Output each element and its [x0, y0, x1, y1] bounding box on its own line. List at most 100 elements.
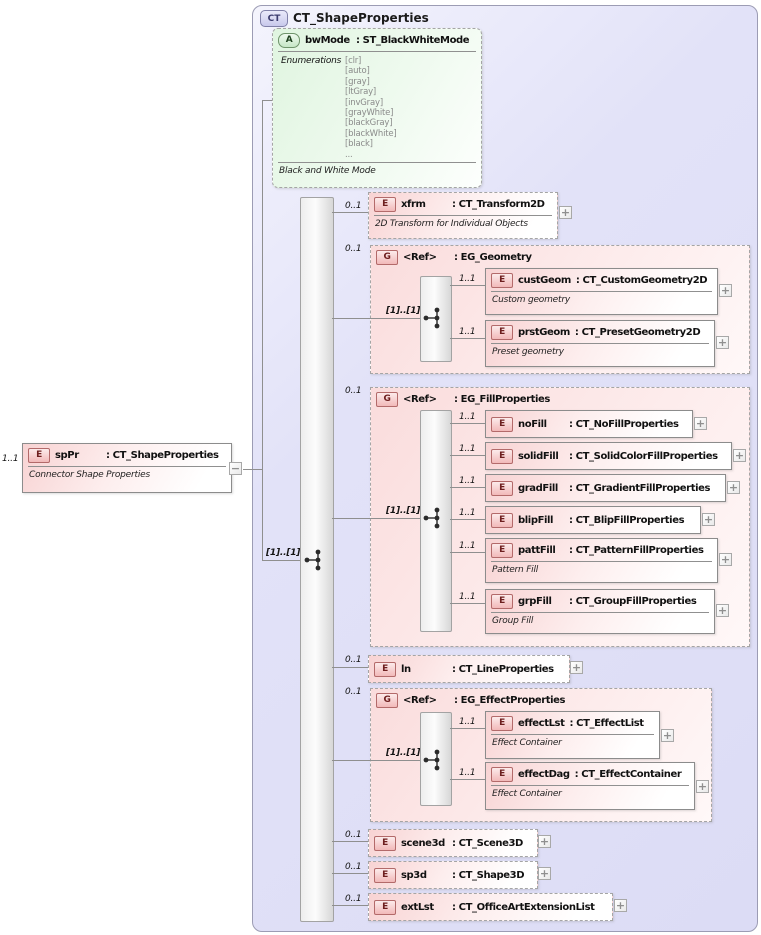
connector-line	[332, 760, 370, 761]
element-name: blipFill	[518, 514, 554, 526]
element-grpFill[interactable]: E grpFill : CT_GroupFillProperties Group…	[485, 589, 715, 634]
connector-line	[332, 841, 368, 842]
geom-group-cardinality: 0..1	[345, 244, 362, 254]
complex-type-icon: CT	[260, 10, 288, 27]
element-annotation: Custom geometry	[492, 295, 570, 305]
solidFill-cardinality: 1..1	[459, 444, 476, 454]
divider	[491, 343, 709, 344]
enumerations-label: Enumerations	[281, 56, 342, 66]
divider	[374, 215, 552, 216]
expand-icon[interactable]: +	[702, 513, 715, 526]
prstGeom-cardinality: 1..1	[459, 327, 476, 337]
element-icon: E	[491, 272, 513, 288]
expand-icon[interactable]: +	[696, 780, 709, 793]
trunk-cardinality: [1]..[1]	[266, 548, 301, 558]
divider	[278, 51, 476, 52]
connector-line	[332, 212, 368, 213]
expand-icon[interactable]: +	[538, 867, 551, 880]
element-icon: E	[491, 715, 513, 731]
element-solidFill[interactable]: E solidFill : CT_SolidColorFillPropertie…	[485, 442, 732, 470]
element-spPr[interactable]: E spPr : CT_ShapeProperties Connector Sh…	[22, 443, 232, 493]
element-ln[interactable]: E ln : CT_LineProperties	[368, 655, 570, 683]
connector-line	[262, 560, 300, 561]
noFill-cardinality: 1..1	[459, 412, 476, 422]
connector-line	[450, 338, 485, 339]
element-extLst[interactable]: E extLst : CT_OfficeArtExtensionList	[368, 893, 613, 921]
element-icon: E	[374, 899, 396, 915]
element-type: : CT_OfficeArtExtensionList	[452, 901, 595, 913]
connector-line	[332, 318, 370, 319]
element-type: : CT_ShapeProperties	[106, 449, 219, 461]
sequence-icon	[304, 549, 321, 571]
attribute-name: bwMode	[305, 34, 350, 46]
element-icon: E	[491, 766, 513, 782]
xfrm-cardinality: 0..1	[345, 201, 362, 211]
enum-value: [black]	[345, 139, 373, 150]
connector-line	[450, 779, 485, 780]
connector-line	[370, 760, 420, 761]
connector-line	[450, 455, 485, 456]
element-sp3d[interactable]: E sp3d : CT_Shape3D	[368, 861, 538, 889]
effect-choice-cardinality: [1]..[1]	[386, 748, 421, 758]
enum-value: [ltGray]	[345, 87, 377, 98]
group-icon: G	[376, 391, 398, 407]
expand-icon[interactable]: +	[719, 553, 732, 566]
expand-icon[interactable]: +	[716, 604, 729, 617]
element-icon: E	[491, 324, 513, 340]
enum-value: [gray]	[345, 76, 370, 87]
enum-value: [clr]	[345, 56, 362, 66]
expand-icon[interactable]: +	[694, 417, 707, 430]
attribute-bwMode[interactable]: A bwMode : ST_BlackWhiteMode Enumeration…	[272, 28, 482, 188]
expand-icon[interactable]: +	[661, 729, 674, 742]
expand-icon[interactable]: +	[727, 481, 740, 494]
element-annotation: Preset geometry	[492, 347, 564, 357]
connector-line	[332, 518, 370, 519]
element-icon: E	[374, 835, 396, 851]
connector-line	[450, 552, 485, 553]
divider	[491, 612, 709, 613]
element-prstGeom[interactable]: E prstGeom : CT_PresetGeometry2D Preset …	[485, 320, 715, 367]
expand-icon[interactable]: +	[719, 284, 732, 297]
element-effectLst[interactable]: E effectLst : CT_EffectList Effect Conta…	[485, 711, 660, 759]
element-type: : CT_NoFillProperties	[569, 418, 679, 430]
element-annotation: 2D Transform for Individual Objects	[375, 219, 528, 229]
group-icon: G	[376, 249, 398, 265]
scene3d-cardinality: 0..1	[345, 830, 362, 840]
element-blipFill[interactable]: E blipFill : CT_BlipFillProperties	[485, 506, 701, 534]
connector-line	[243, 469, 262, 470]
element-annotation: Connector Shape Properties	[29, 470, 150, 480]
element-gradFill[interactable]: E gradFill : CT_GradientFillProperties	[485, 474, 726, 502]
collapse-icon[interactable]: −	[229, 462, 242, 475]
attribute-icon: A	[278, 32, 300, 48]
group-type: : EG_FillProperties	[454, 393, 550, 405]
group-icon: G	[376, 692, 398, 708]
element-type: : CT_PatternFillProperties	[569, 544, 704, 556]
element-xfrm[interactable]: E xfrm : CT_Transform2D 2D Transform for…	[368, 192, 558, 239]
connector-line	[450, 603, 485, 604]
element-name: prstGeom	[518, 326, 570, 338]
element-type: : CT_EffectContainer	[574, 768, 682, 780]
expand-icon[interactable]: +	[559, 206, 572, 219]
element-effectDag[interactable]: E effectDag : CT_EffectContainer Effect …	[485, 762, 695, 810]
element-scene3d[interactable]: E scene3d : CT_Scene3D	[368, 829, 538, 857]
expand-icon[interactable]: +	[614, 899, 627, 912]
expand-icon[interactable]: +	[716, 336, 729, 349]
enum-value: [blackGray]	[345, 118, 393, 129]
element-pattFill[interactable]: E pattFill : CT_PatternFillProperties Pa…	[485, 538, 718, 583]
element-noFill[interactable]: E noFill : CT_NoFillProperties	[485, 410, 693, 438]
pattFill-cardinality: 1..1	[459, 541, 476, 551]
expand-icon[interactable]: +	[733, 449, 746, 462]
enum-value: ...	[345, 149, 353, 160]
expand-icon[interactable]: +	[570, 661, 583, 674]
group-type: : EG_Geometry	[454, 251, 532, 263]
connector-line	[450, 487, 485, 488]
element-icon: E	[491, 542, 513, 558]
divider	[491, 785, 689, 786]
expand-icon[interactable]: +	[538, 835, 551, 848]
connector-line	[332, 905, 368, 906]
element-icon: E	[28, 447, 50, 463]
element-type: : CT_CustomGeometry2D	[575, 274, 708, 286]
enum-value: [auto]	[345, 66, 370, 77]
element-custGeom[interactable]: E custGeom : CT_CustomGeometry2D Custom …	[485, 268, 718, 315]
